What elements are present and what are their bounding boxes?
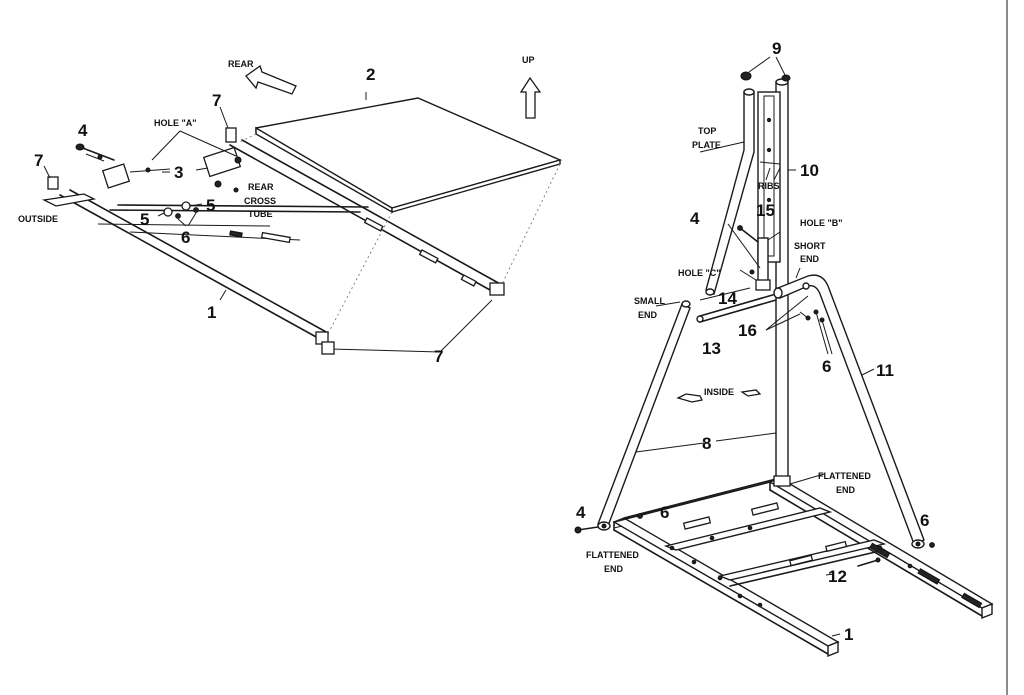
callout-14: 14 bbox=[718, 289, 737, 308]
label-small-end-2: END bbox=[638, 310, 658, 320]
hole-b-bracket bbox=[727, 223, 781, 285]
callout-5-left: 5 bbox=[140, 210, 149, 229]
parts-13-14 bbox=[696, 279, 777, 323]
label-outside: OUTSIDE bbox=[18, 214, 58, 224]
callout-4-lower: 4 bbox=[576, 503, 586, 522]
label-hole-a: HOLE "A" bbox=[154, 118, 197, 128]
label-hole-b: HOLE "B" bbox=[800, 218, 843, 228]
label-short-end-2: END bbox=[800, 254, 820, 264]
callout-8: 8 bbox=[702, 434, 711, 453]
callout-1-right: 1 bbox=[844, 625, 853, 644]
outside-pad bbox=[41, 193, 97, 207]
label-flattened-end-right-1: FLATTENED bbox=[818, 471, 871, 481]
callout-7-top: 7 bbox=[212, 91, 221, 110]
label-flattened-end-right-2: END bbox=[836, 485, 856, 495]
top-plate bbox=[757, 91, 781, 263]
end-cap-7-a bbox=[225, 127, 237, 143]
part-1-frame bbox=[59, 127, 561, 355]
rear-arrow bbox=[245, 64, 297, 95]
callout-11: 11 bbox=[876, 361, 894, 380]
callout-10: 10 bbox=[800, 161, 819, 180]
label-rear-cross-tube-1: REAR bbox=[248, 182, 274, 192]
label-short-end-1: SHORT bbox=[794, 241, 826, 251]
callout-12: 12 bbox=[828, 567, 847, 586]
label-flattened-end-left-1: FLATTENED bbox=[586, 550, 639, 560]
callout-2: 2 bbox=[366, 65, 375, 84]
callout-5-right: 5 bbox=[206, 196, 215, 215]
label-rear-cross-tube-2: CROSS bbox=[244, 196, 276, 206]
label-small-end-1: SMALL bbox=[634, 296, 665, 306]
parts-5-6-hardware bbox=[157, 201, 203, 227]
callout-6-middle: 6 bbox=[822, 357, 831, 376]
bottom-hardware bbox=[574, 513, 643, 534]
callout-6-lower-left: 6 bbox=[660, 503, 669, 522]
part-12-bolt bbox=[857, 557, 881, 567]
callout-4: 4 bbox=[78, 121, 88, 140]
inside-arrow-right bbox=[740, 389, 762, 397]
part-8-leg bbox=[597, 300, 777, 531]
label-top-plate-1: TOP bbox=[698, 126, 716, 136]
inside-arrow-left bbox=[676, 393, 703, 403]
label-inside: INSIDE bbox=[704, 387, 734, 397]
callout-6: 6 bbox=[181, 228, 190, 247]
part-1-base bbox=[612, 477, 994, 658]
top-arm bbox=[705, 88, 755, 296]
label-up: UP bbox=[522, 55, 535, 65]
callout-3: 3 bbox=[174, 163, 183, 182]
callout-13: 13 bbox=[702, 339, 721, 358]
callout-15: 15 bbox=[756, 201, 775, 220]
label-rear-cross-tube-3: TUBE bbox=[248, 209, 273, 219]
callout-16: 16 bbox=[738, 321, 757, 340]
part-11-leg bbox=[773, 274, 935, 549]
part-2-board bbox=[255, 92, 563, 214]
end-cap-7-b bbox=[47, 176, 59, 190]
label-hole-c: HOLE "C" bbox=[678, 268, 721, 278]
part-3-brackets bbox=[101, 130, 242, 193]
callout-1-left: 1 bbox=[207, 303, 216, 322]
label-ribs: RIBS bbox=[758, 181, 780, 191]
callout-9: 9 bbox=[772, 39, 781, 58]
callout-7-left: 7 bbox=[34, 151, 43, 170]
end-cap-7-c bbox=[489, 282, 505, 296]
callout-7-bottom: 7 bbox=[434, 347, 443, 366]
callout-4-upper: 4 bbox=[690, 209, 700, 228]
label-flattened-end-left-2: END bbox=[604, 564, 624, 574]
label-rear: REAR bbox=[228, 59, 254, 69]
label-top-plate-2: PLATE bbox=[692, 140, 721, 150]
right-assembly bbox=[574, 56, 994, 658]
up-arrow bbox=[519, 76, 542, 119]
left-assembly bbox=[41, 64, 563, 355]
callout-6-lower-right: 6 bbox=[920, 511, 929, 530]
part-16-bolts bbox=[765, 295, 833, 355]
part-4-bolt bbox=[75, 143, 115, 162]
part-9-caps bbox=[740, 56, 791, 82]
